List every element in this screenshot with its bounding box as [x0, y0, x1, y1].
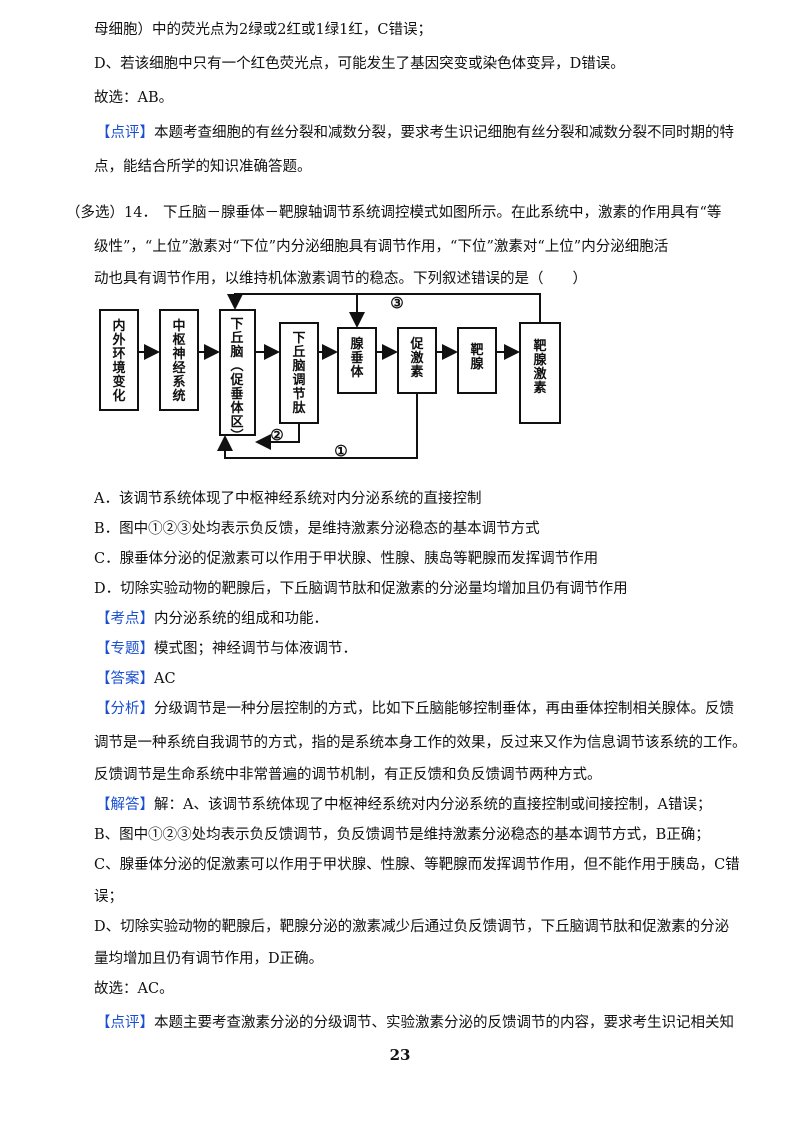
tag-bracket: 【: [96, 671, 111, 687]
box-pituitary: [337, 327, 377, 394]
kaodian-tag: 考点: [110, 611, 140, 627]
box-label: 促激素: [409, 336, 424, 380]
option-b: B．图中①②③处均表示负反馈，是维持激素分泌稳态的基本调节方式: [94, 521, 540, 537]
solution-text: 解：A、该调节系统体现了中枢神经系统对内分泌系统的直接控制或间接控制，A错误；: [154, 797, 712, 813]
text-line: D、若该细胞中只有一个红色荧光点，可能发生了基因突变或染色体变异，D错误。: [94, 56, 625, 72]
question-text: 下丘脑－腺垂体－靶腺轴调节系统调控模式如图所示。在此系统中，激素的作用具有“等: [163, 205, 722, 221]
solution-text: 故选：AC。: [94, 981, 174, 997]
feedback-mark-3: ③: [390, 294, 403, 312]
comment-text: 本题考查细胞的有丝分裂和减数分裂，要求考生识记细胞有丝分裂和减数分裂不同时期的特: [154, 125, 734, 141]
comment-tag: 点评: [110, 125, 140, 141]
tag-bracket: 【: [96, 125, 111, 141]
answer-line: 【答案】AC: [96, 669, 176, 689]
solution-text: 量均增加且仍有调节作用，D正确。: [94, 951, 324, 967]
option-c: C．腺垂体分泌的促激素可以作用于甲状腺、性腺、胰岛等靶腺而发挥调节作用: [94, 551, 599, 567]
tag-bracket: 】: [139, 797, 155, 813]
comment-line: 【点评】本题考查细胞的有丝分裂和减数分裂，要求考生识记细胞有丝分裂和减数分裂不同…: [96, 123, 734, 143]
box-target-gland: [457, 327, 497, 394]
kaodian-text: 内分泌系统的组成和功能．: [154, 611, 328, 627]
solution-text: B、图中①②③处均表示负反馈调节，负反馈调节是维持激素分泌稳态的基本调节方式，B…: [94, 827, 710, 843]
analysis-text: 分级调节是一种分层控制的方式，比如下丘脑能够控制垂体，再由垂体控制相关腺体。反馈: [154, 701, 734, 717]
comment-text: 本题主要考查激素分泌的分级调节、实验激素分泌的反馈调节的内容，要求考生识记相关知: [154, 1015, 734, 1031]
question-text: 级性”，“上位”激素对“下位”内分泌细胞具有调节作用，“下位”激素对“上位”内分…: [94, 239, 669, 255]
question-number: （多选）14．: [66, 205, 157, 221]
box-label: 下丘脑︵促垂体区︶: [229, 317, 244, 444]
tag-bracket: 【: [96, 797, 111, 813]
comment-tag: 点评: [110, 1015, 140, 1031]
solution-line: 【解答】解：A、该调节系统体现了中枢神经系统对内分泌系统的直接控制或间接控制，A…: [96, 795, 711, 815]
kaodian-line: 【考点】内分泌系统的组成和功能．: [96, 609, 328, 629]
box-cns: [159, 309, 199, 411]
zhuanti-text: 模式图；神经调节与体液调节．: [154, 641, 357, 657]
feedback-mark-2: ②: [270, 426, 283, 444]
analysis-text: 反馈调节是生命系统中非常普遍的调节机制，有正反馈和负反馈调节两种方式。: [94, 767, 602, 783]
zhuanti-tag: 专题: [110, 641, 140, 657]
comment-line: 【点评】本题主要考查激素分泌的分级调节、实验激素分泌的反馈调节的内容，要求考生识…: [96, 1013, 734, 1033]
analysis-tag: 分析: [110, 701, 140, 717]
box-label: 中枢神经系统: [172, 318, 185, 404]
solution-text: 误；: [94, 889, 123, 905]
tag-bracket: 】: [139, 641, 155, 657]
tag-bracket: 】: [139, 611, 155, 627]
solution-text: C、腺垂体分泌的促激素可以作用于甲状腺、性腺、等靶腺而发挥调节作用，但不能作用于…: [94, 857, 740, 873]
answer-tag: 答案: [110, 671, 140, 687]
tag-bracket: 】: [139, 1015, 155, 1031]
tag-bracket: 【: [96, 611, 111, 627]
box-env-change: [99, 309, 139, 411]
tag-bracket: 【: [96, 641, 111, 657]
text-line: 母细胞）中的荧光点为2绿或2红或1绿1红，C错误；: [94, 22, 432, 38]
regulation-diagram: 内外环境变化 中枢神经系统 下丘脑︵促垂体区︶ 下丘脑调节肽 腺垂体 促激素 靶…: [99, 293, 561, 460]
text-line: 故选：AB。: [94, 90, 174, 106]
zhuanti-line: 【专题】模式图；神经调节与体液调节．: [96, 639, 357, 659]
box-label: 靶腺: [470, 342, 484, 372]
question-text: 动也具有调节作用，以维持机体激素调节的稳态。下列叙述错误的是（ ）: [94, 271, 587, 287]
option-d: D．切除实验动物的靶腺后，下丘脑调节肽和促激素的分泌量均增加且仍有调节作用: [94, 581, 628, 597]
tag-bracket: 【: [96, 1015, 111, 1031]
tag-bracket: 【: [96, 701, 111, 717]
box-label: 下丘脑调节肽: [292, 331, 306, 416]
solution-text: D、切除实验动物的靶腺后，靶腺分泌的激素减少后通过负反馈调节，下丘脑调节肽和促激…: [94, 919, 730, 935]
analysis-line: 【分析】分级调节是一种分层控制的方式，比如下丘脑能够控制垂体，再由垂体控制相关腺…: [96, 699, 734, 719]
page-number: 23: [389, 1046, 411, 1064]
option-a: A．该调节系统体现了中枢神经系统对内分泌系统的直接控制: [94, 491, 482, 507]
tag-bracket: 】: [139, 701, 155, 717]
tag-bracket: 】: [139, 671, 155, 687]
box-label: 靶腺激素: [533, 338, 547, 396]
tag-bracket: 】: [139, 125, 155, 141]
box-hypothalamus: [219, 309, 256, 436]
feedback-mark-1: ①: [334, 442, 347, 460]
text-line: 点，能结合所学的知识准确答题。: [94, 159, 312, 175]
box-label: 腺垂体: [350, 336, 364, 380]
analysis-text: 调节是一种系统自我调节的方式，指的是系统本身工作的效果，反过来又作为信息调节该系…: [94, 735, 747, 751]
answer-text: AC: [154, 671, 176, 687]
solution-tag: 解答: [110, 797, 140, 813]
box-label: 内外环境变化: [111, 318, 125, 404]
